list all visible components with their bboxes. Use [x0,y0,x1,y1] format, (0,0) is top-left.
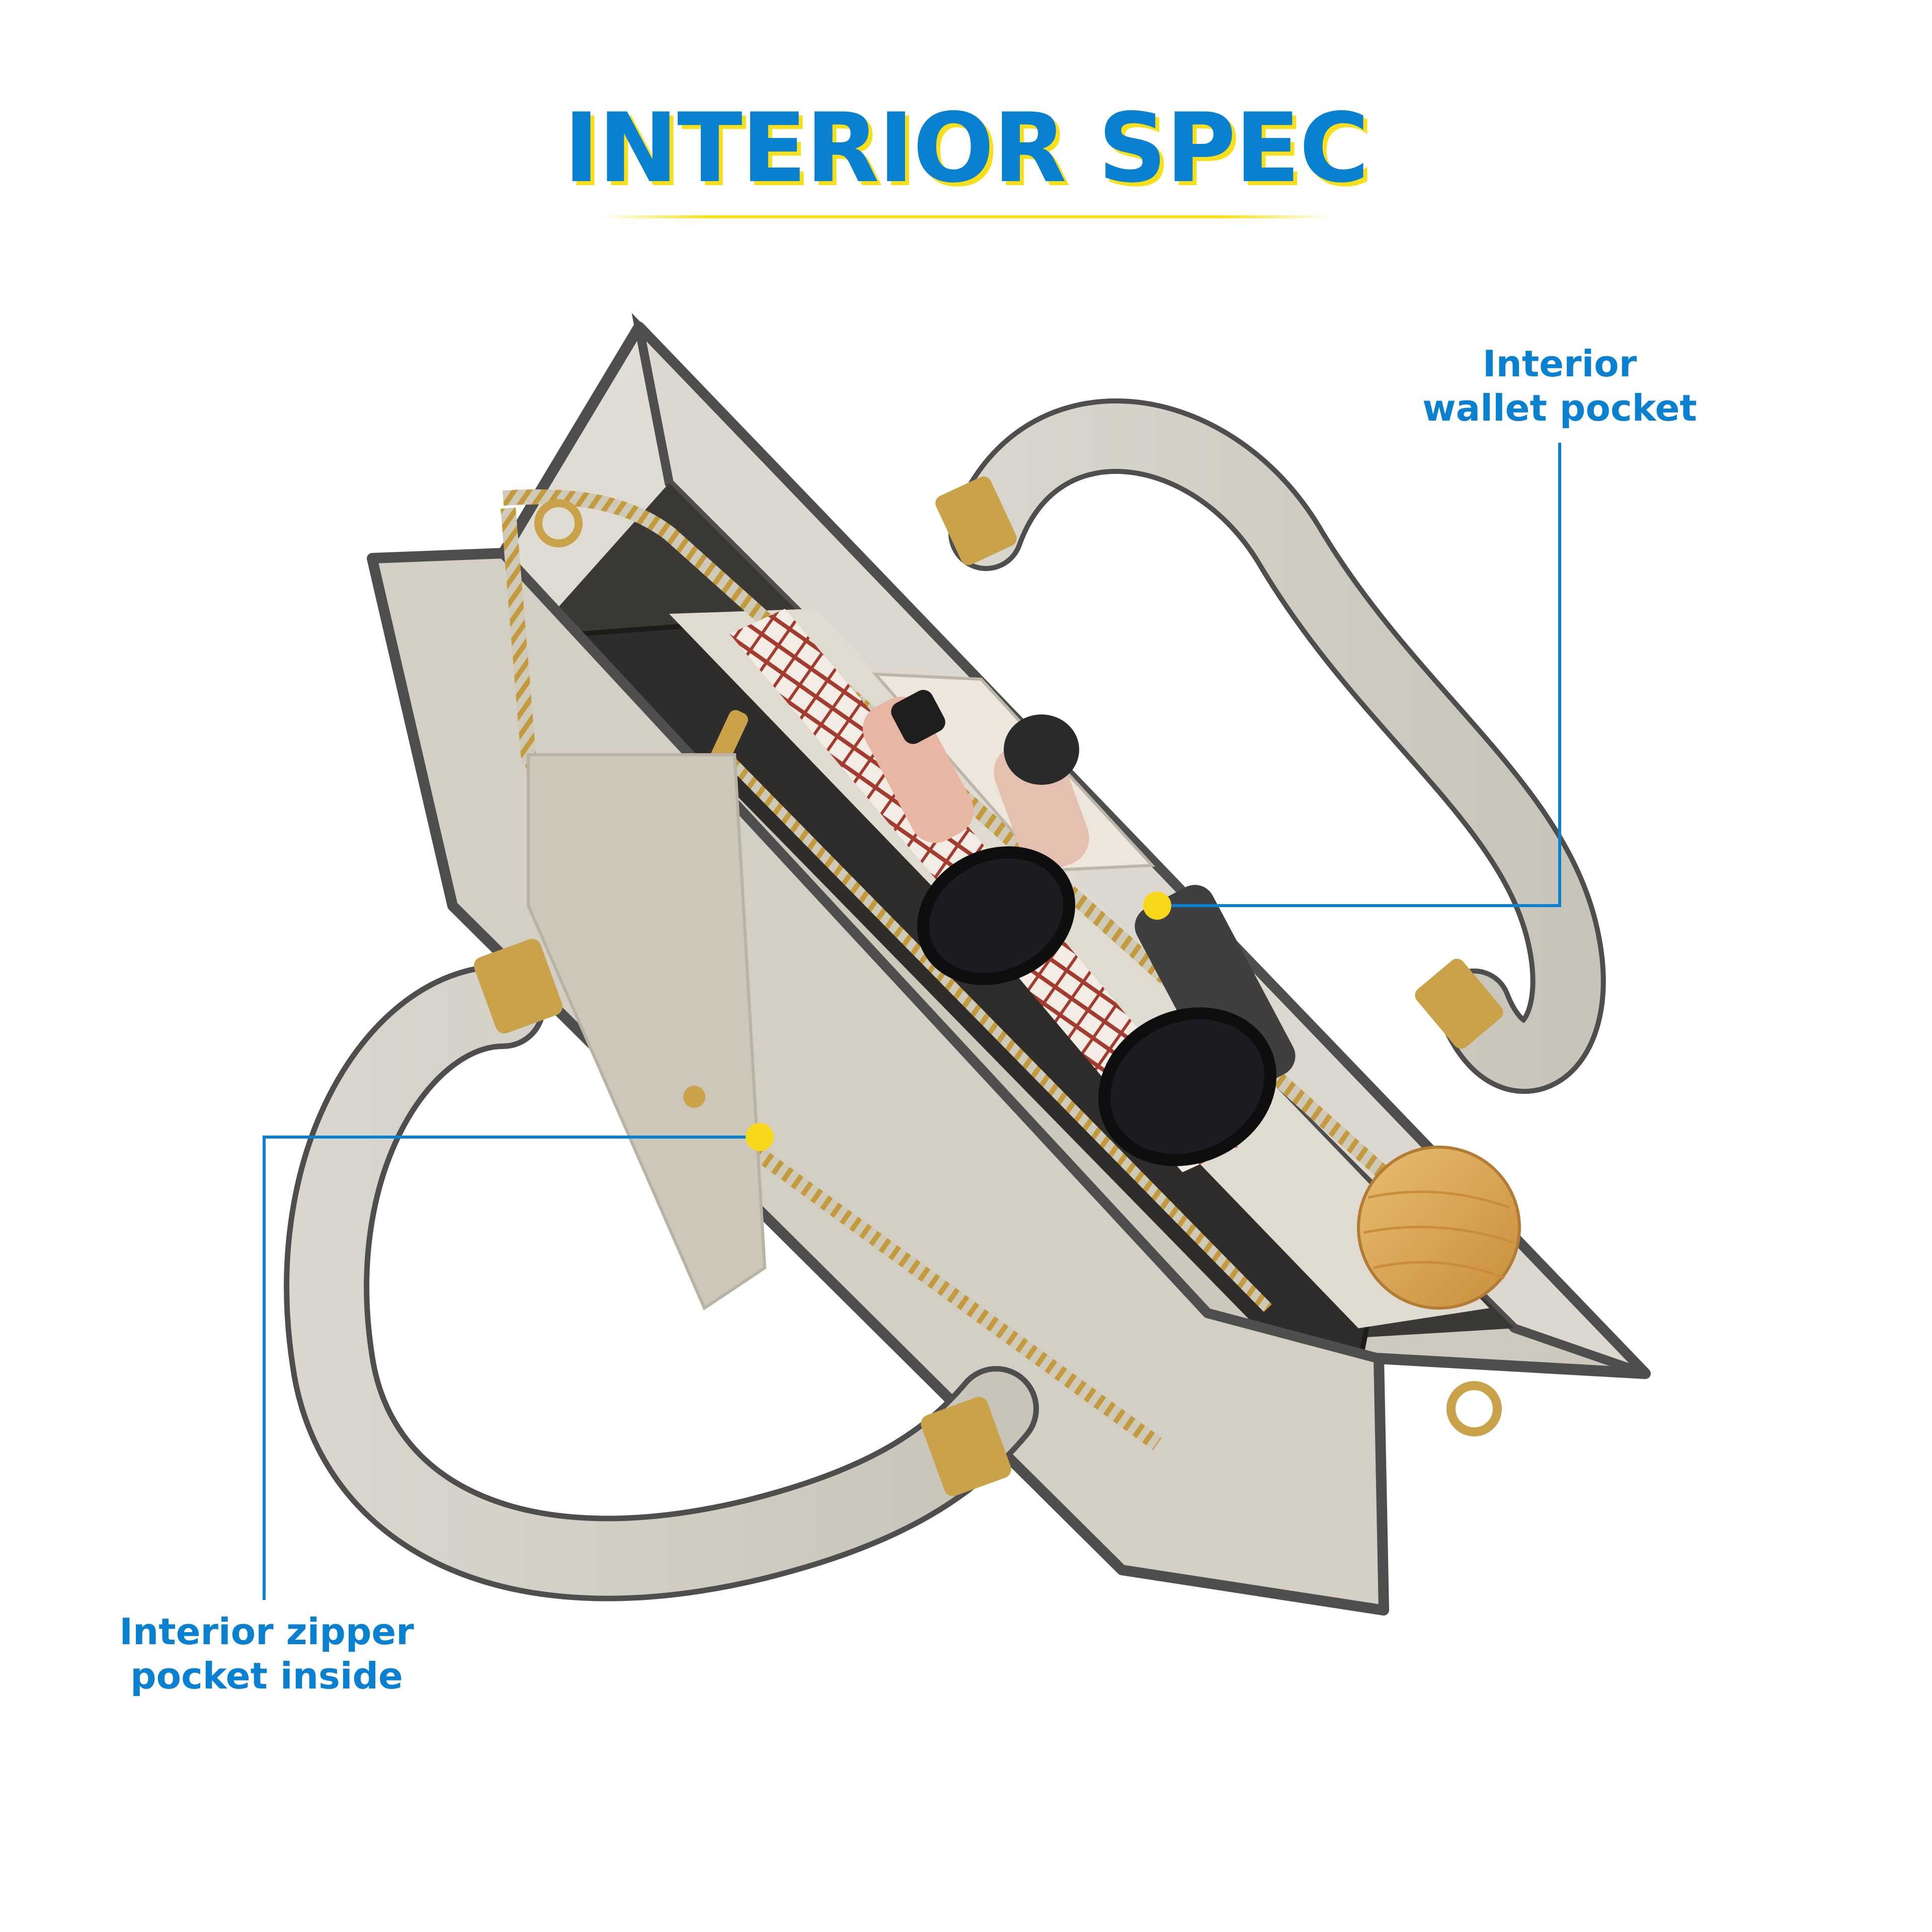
callout-wallet-leader [1143,443,1561,920]
callout-zipper-leader [263,1123,774,1600]
side-ring-left [534,499,583,547]
wallet-pocket-label-line2: wallet pocket [1422,386,1697,429]
zipper-pocket-label: Interior zipper pocket inside [91,1610,443,1699]
wallet-pocket-label-line1: Interior [1482,343,1637,385]
zipper-pocket-label-line1: Interior zipper [119,1611,414,1653]
bag-contents [527,609,1521,1311]
page-title: INTERIOR SPEC [564,93,1369,204]
front-handle [284,938,1039,1601]
title-underline [599,215,1333,218]
wallet-pocket-label: Interior wallet pocket [1369,342,1751,431]
side-ring [1446,1381,1502,1436]
back-handle [935,398,1606,1094]
zipper-pocket-marker [746,1123,774,1151]
zipper-pocket-label-line2: pocket inside [130,1654,403,1697]
wallet-pocket-marker [1143,892,1171,920]
